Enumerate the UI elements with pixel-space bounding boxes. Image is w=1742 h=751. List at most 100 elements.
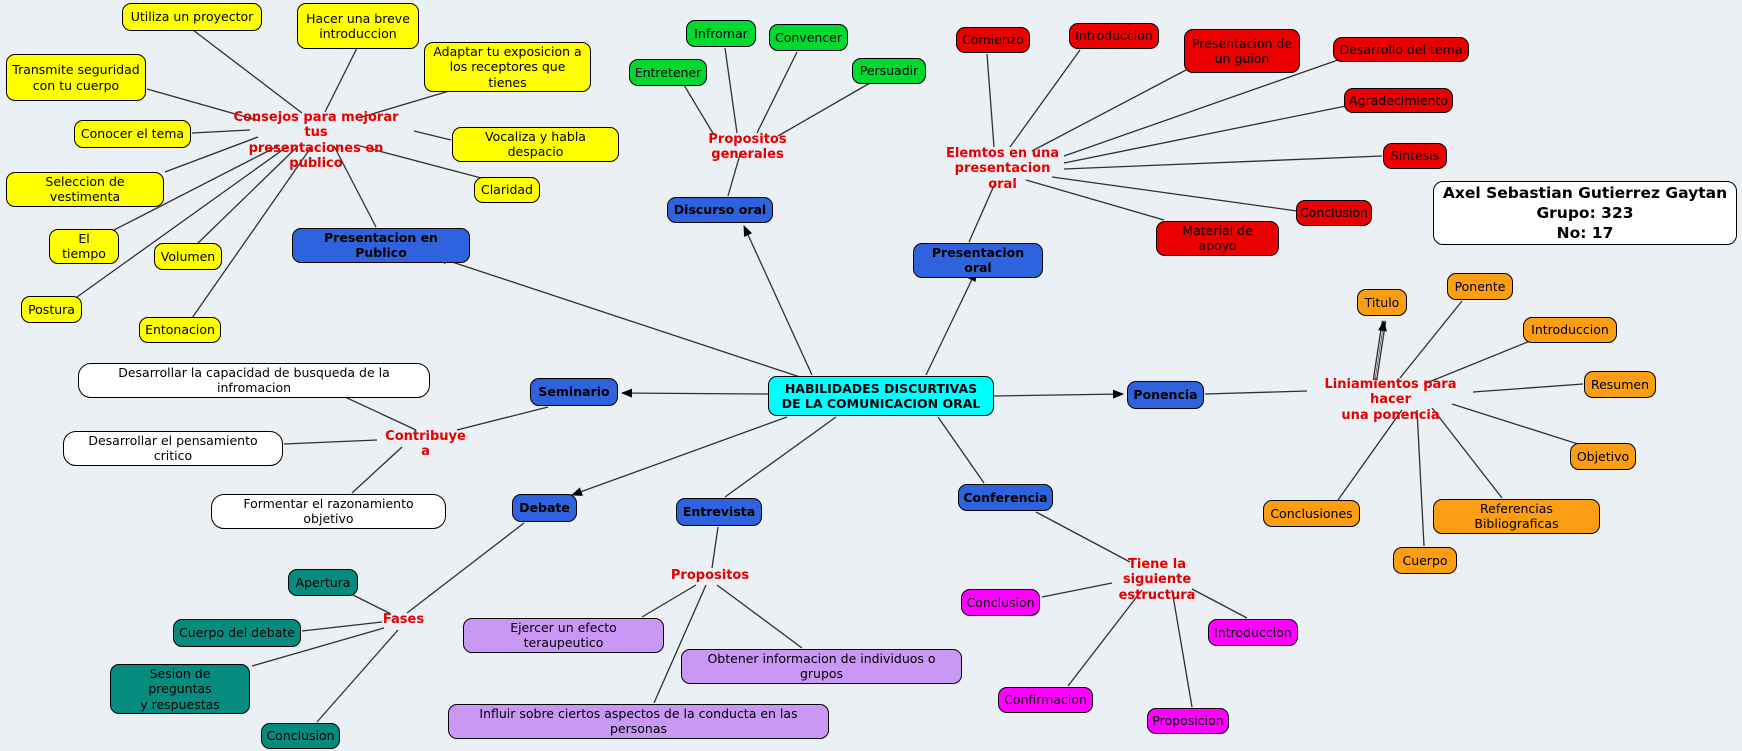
node-label: Conclusion bbox=[266, 728, 335, 744]
link-label-text: Propositos bbox=[670, 567, 750, 583]
node-introduccion-red[interactable]: Introduccion bbox=[1069, 23, 1159, 49]
node-comienzo[interactable]: Comienzo bbox=[956, 27, 1030, 53]
node-conferencia[interactable]: Conferencia bbox=[958, 484, 1053, 511]
node-conocer-el-tema[interactable]: Conocer el tema bbox=[74, 120, 191, 148]
node-label: Formentar el razonamiento objetivo bbox=[243, 496, 414, 527]
node-label: Sintesis bbox=[1390, 148, 1440, 164]
edge-line bbox=[1472, 383, 1584, 393]
node-label: Apertura bbox=[295, 574, 351, 590]
link-label-propositos-generales-label[interactable]: Propositos generales bbox=[676, 132, 819, 163]
node-referencias-bibliograficas[interactable]: Referencias Bibliograficas bbox=[1433, 499, 1600, 534]
edge-line bbox=[1451, 403, 1579, 445]
node-seminario[interactable]: Seminario bbox=[530, 378, 618, 406]
edge-line bbox=[146, 88, 261, 122]
node-label: Agradecimiento bbox=[1348, 92, 1449, 108]
node-ponente[interactable]: Ponente bbox=[1447, 273, 1513, 300]
edge-line bbox=[1041, 582, 1113, 598]
node-label: Ponencia bbox=[1133, 387, 1198, 403]
node-label: Influir sobre ciertos aspectos de la con… bbox=[479, 706, 798, 737]
edge-line bbox=[1423, 340, 1531, 385]
node-conclusion-teal[interactable]: Conclusion bbox=[261, 723, 340, 749]
link-label-fases-label[interactable]: Fases bbox=[383, 611, 424, 629]
node-el-tiempo[interactable]: El tiempo bbox=[49, 229, 119, 264]
node-influir-conducta[interactable]: Influir sobre ciertos aspectos de la con… bbox=[448, 704, 829, 739]
node-seleccion-de-vestimenta[interactable]: Seleccion de vestimenta bbox=[6, 172, 164, 207]
node-volumen[interactable]: Volumen bbox=[154, 243, 222, 270]
node-persuadir[interactable]: Persuadir bbox=[852, 58, 926, 84]
node-sintesis[interactable]: Sintesis bbox=[1383, 143, 1447, 169]
node-utiliza-un-proyector[interactable]: Utiliza un proyector bbox=[122, 3, 262, 31]
node-discurso-oral[interactable]: Discurso oral bbox=[667, 197, 773, 223]
edge-line bbox=[724, 47, 738, 134]
node-presentacion-oral[interactable]: Presentacion oral bbox=[913, 243, 1043, 278]
edge-line bbox=[1171, 589, 1193, 708]
node-label: Conclusion bbox=[966, 594, 1035, 610]
node-introduccion-magenta[interactable]: Introduccion bbox=[1208, 619, 1298, 646]
node-entrevista[interactable]: Entrevista bbox=[676, 498, 762, 526]
node-conclusion-red[interactable]: Conclusion bbox=[1296, 200, 1372, 226]
node-entretener[interactable]: Entretener bbox=[629, 59, 707, 86]
node-material-de-apoyo[interactable]: Material de apoyo bbox=[1156, 221, 1279, 256]
node-ejercer-efecto[interactable]: Ejercer un efecto teraupeutico bbox=[463, 618, 664, 653]
node-convencer[interactable]: Convencer bbox=[769, 24, 848, 51]
node-proposicion[interactable]: Proposicion bbox=[1147, 708, 1229, 734]
node-confirmacion[interactable]: Confirmacion bbox=[998, 687, 1093, 713]
node-label: Conferencia bbox=[963, 489, 1048, 505]
node-introduccion-orange[interactable]: Introduccion bbox=[1523, 317, 1617, 343]
node-label: Postura bbox=[28, 301, 75, 317]
node-desarrollo-del-tema[interactable]: Desarrollo del tema bbox=[1333, 37, 1469, 62]
node-desarrollar-pensamiento[interactable]: Desarrollar el pensamiento critico bbox=[63, 431, 283, 466]
node-ponencia[interactable]: Ponencia bbox=[1127, 381, 1204, 409]
edge-line bbox=[1067, 589, 1143, 687]
link-label-propositos-label[interactable]: Propositos bbox=[670, 567, 750, 584]
node-label: Cuerpo bbox=[1402, 552, 1448, 568]
node-label: Claridad bbox=[480, 182, 533, 198]
node-formentar-razonamiento[interactable]: Formentar el razonamiento objetivo bbox=[211, 494, 446, 529]
edge-line bbox=[1374, 320, 1387, 381]
node-label: Conclusion bbox=[1299, 205, 1369, 221]
link-label-contribuye-label[interactable]: Contribuye a bbox=[379, 429, 472, 460]
node-cuerpo-del-debate[interactable]: Cuerpo del debate bbox=[173, 619, 301, 647]
edge-line bbox=[641, 584, 697, 618]
node-agradecimiento[interactable]: Agradecimiento bbox=[1344, 88, 1453, 113]
node-obtener-informacion[interactable]: Obtener informacion de individuos o grup… bbox=[681, 649, 962, 684]
edge-line bbox=[164, 136, 259, 173]
node-entonacion[interactable]: Entonacion bbox=[139, 317, 221, 343]
node-presentacion-en-publico[interactable]: Presentacion en Publico bbox=[292, 228, 470, 263]
node-vocaliza-y-habla-despacio[interactable]: Vocaliza y habla despacio bbox=[452, 127, 619, 162]
node-label: Conclusiones bbox=[1270, 505, 1353, 521]
node-postura[interactable]: Postura bbox=[21, 296, 82, 323]
node-label: Entretener bbox=[634, 64, 702, 80]
node-label: Conocer el tema bbox=[80, 126, 185, 142]
edge-line bbox=[456, 406, 549, 431]
node-infromar[interactable]: Infromar bbox=[686, 20, 756, 47]
node-cuerpo[interactable]: Cuerpo bbox=[1393, 547, 1457, 574]
node-apertura[interactable]: Apertura bbox=[288, 569, 358, 596]
edge-line bbox=[191, 129, 251, 134]
node-conclusiones[interactable]: Conclusiones bbox=[1263, 500, 1360, 527]
node-label: Presentacion en Publico bbox=[324, 230, 438, 261]
node-debate[interactable]: Debate bbox=[512, 494, 577, 522]
edge-line bbox=[571, 416, 788, 496]
node-objetivo[interactable]: Objetivo bbox=[1570, 443, 1636, 470]
node-claridad[interactable]: Claridad bbox=[474, 177, 540, 203]
node-conclusion-magenta[interactable]: Conclusion bbox=[961, 589, 1040, 616]
node-desarrollar-capacidad[interactable]: Desarrollar la capacidad de busqueda de … bbox=[78, 363, 430, 398]
node-label: Persuadir bbox=[859, 63, 919, 79]
node-resumen[interactable]: Resumen bbox=[1584, 371, 1656, 398]
node-titulo[interactable]: Titulo bbox=[1357, 289, 1407, 316]
